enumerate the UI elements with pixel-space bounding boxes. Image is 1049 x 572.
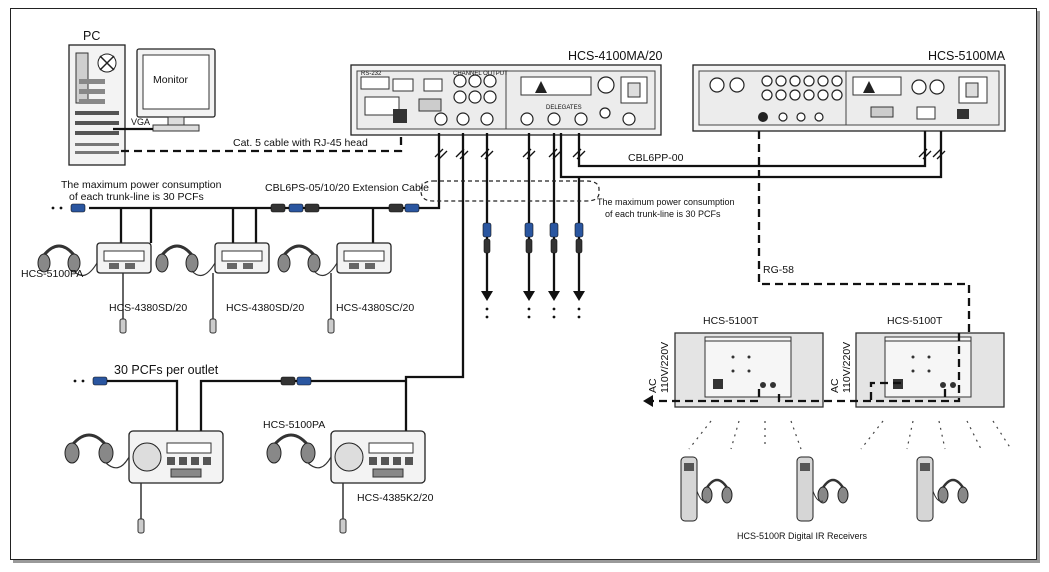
ac-label-1: AC bbox=[647, 378, 659, 393]
hcs5100t-label-2: HCS-5100T bbox=[887, 315, 943, 327]
delegate-unit-4380sd-2 bbox=[209, 242, 270, 334]
trunk-outputs bbox=[481, 133, 585, 319]
system-diagram: PC Monitor VGA Cat. 5 cable with RJ-45 h… bbox=[21, 29, 1012, 541]
cat5-label: Cat. 5 cable with RJ-45 head bbox=[233, 137, 368, 149]
ir-radiator-icon bbox=[674, 332, 824, 408]
ir-receiver-icon bbox=[916, 456, 969, 522]
hcs4380sc-label: HCS-4380SC/20 bbox=[336, 302, 414, 314]
ma-unit-rear-panel bbox=[692, 64, 1006, 132]
headphones-icon bbox=[37, 244, 98, 277]
ac-label-2: AC bbox=[829, 378, 841, 393]
max-power-left-line1: The maximum power consumption bbox=[61, 179, 222, 191]
extension-chain bbox=[51, 203, 421, 243]
headphones-icon bbox=[64, 433, 130, 469]
ext-cable-label: CBL6PS-05/10/20 Extension Cable bbox=[265, 182, 429, 194]
ir-receiver-icon bbox=[796, 456, 849, 522]
cbl6pp-cable-2 bbox=[559, 131, 943, 179]
max-power-right-line2: of each trunk-line is 30 PCFs bbox=[605, 209, 721, 219]
max-power-right-line1: The maximum power consumption bbox=[597, 197, 735, 207]
ma-unit-label: HCS-5100MA bbox=[928, 49, 1006, 63]
delegate-unit-4385-1 bbox=[128, 430, 224, 534]
receivers-label: HCS-5100R Digital IR Receivers bbox=[737, 531, 868, 541]
rg58-label: RG-58 bbox=[763, 264, 794, 276]
headphones-icon bbox=[266, 433, 332, 469]
cbl6pp-label: CBL6PP-00 bbox=[628, 152, 684, 164]
cat5-cable bbox=[121, 131, 403, 153]
svg-text:CHANNEL OUTPUT: CHANNEL OUTPUT bbox=[453, 71, 508, 77]
rg58-cable bbox=[757, 131, 971, 333]
vga-label: VGA bbox=[131, 117, 150, 127]
main-unit-label: HCS-4100MA/20 bbox=[568, 49, 663, 63]
cable-break-marks bbox=[434, 148, 946, 160]
pc-tower-icon bbox=[68, 44, 126, 166]
cbl6pp-cable-1 bbox=[577, 131, 927, 168]
headphones-icon bbox=[155, 244, 216, 277]
trunk-line-1 bbox=[421, 133, 441, 210]
trunk-line-2 bbox=[404, 133, 465, 431]
diagram-frame: PC Monitor VGA Cat. 5 cable with RJ-45 h… bbox=[10, 8, 1037, 560]
main-unit-rear-panel: RS-232 CHANNEL OUTPUT DELEGATES bbox=[350, 64, 662, 136]
hcs5100pa-label-1: HCS-5100PA bbox=[21, 268, 83, 280]
hcs4385k2-label: HCS-4385K2/20 bbox=[357, 492, 434, 504]
ir-radiator-icon bbox=[855, 332, 1005, 408]
volt-label-2: 110V/220V bbox=[841, 342, 853, 393]
headphones-icon bbox=[277, 244, 338, 277]
hcs5100t-label-1: HCS-5100T bbox=[703, 315, 759, 327]
delegate-unit-4385-2 bbox=[330, 430, 426, 534]
volt-label-1: 110V/220V bbox=[659, 342, 671, 393]
outlet-chain bbox=[73, 376, 406, 431]
hcs4380sd-label-2: HCS-4380SD/20 bbox=[226, 302, 304, 314]
pcfs-outlet-label: 30 PCFs per outlet bbox=[114, 363, 219, 377]
pc-label: PC bbox=[83, 29, 100, 43]
delegate-unit-4380sd-1 bbox=[96, 242, 152, 334]
monitor-icon bbox=[136, 48, 216, 132]
hcs4380sd-label-1: HCS-4380SD/20 bbox=[109, 302, 187, 314]
svg-text:RS-232: RS-232 bbox=[361, 71, 382, 77]
ir-beam-lines bbox=[688, 420, 1012, 450]
hcs5100pa-label-2: HCS-5100PA bbox=[263, 419, 325, 431]
trunk-group-outline bbox=[420, 180, 600, 202]
max-power-left-line2: of each trunk-line is 30 PCFs bbox=[69, 191, 204, 203]
svg-text:DELEGATES: DELEGATES bbox=[546, 105, 582, 111]
chairman-unit-4380sc bbox=[327, 242, 392, 334]
monitor-label: Monitor bbox=[153, 74, 189, 86]
ir-receiver-icon bbox=[680, 456, 733, 522]
radiator-wiring bbox=[643, 333, 961, 407]
